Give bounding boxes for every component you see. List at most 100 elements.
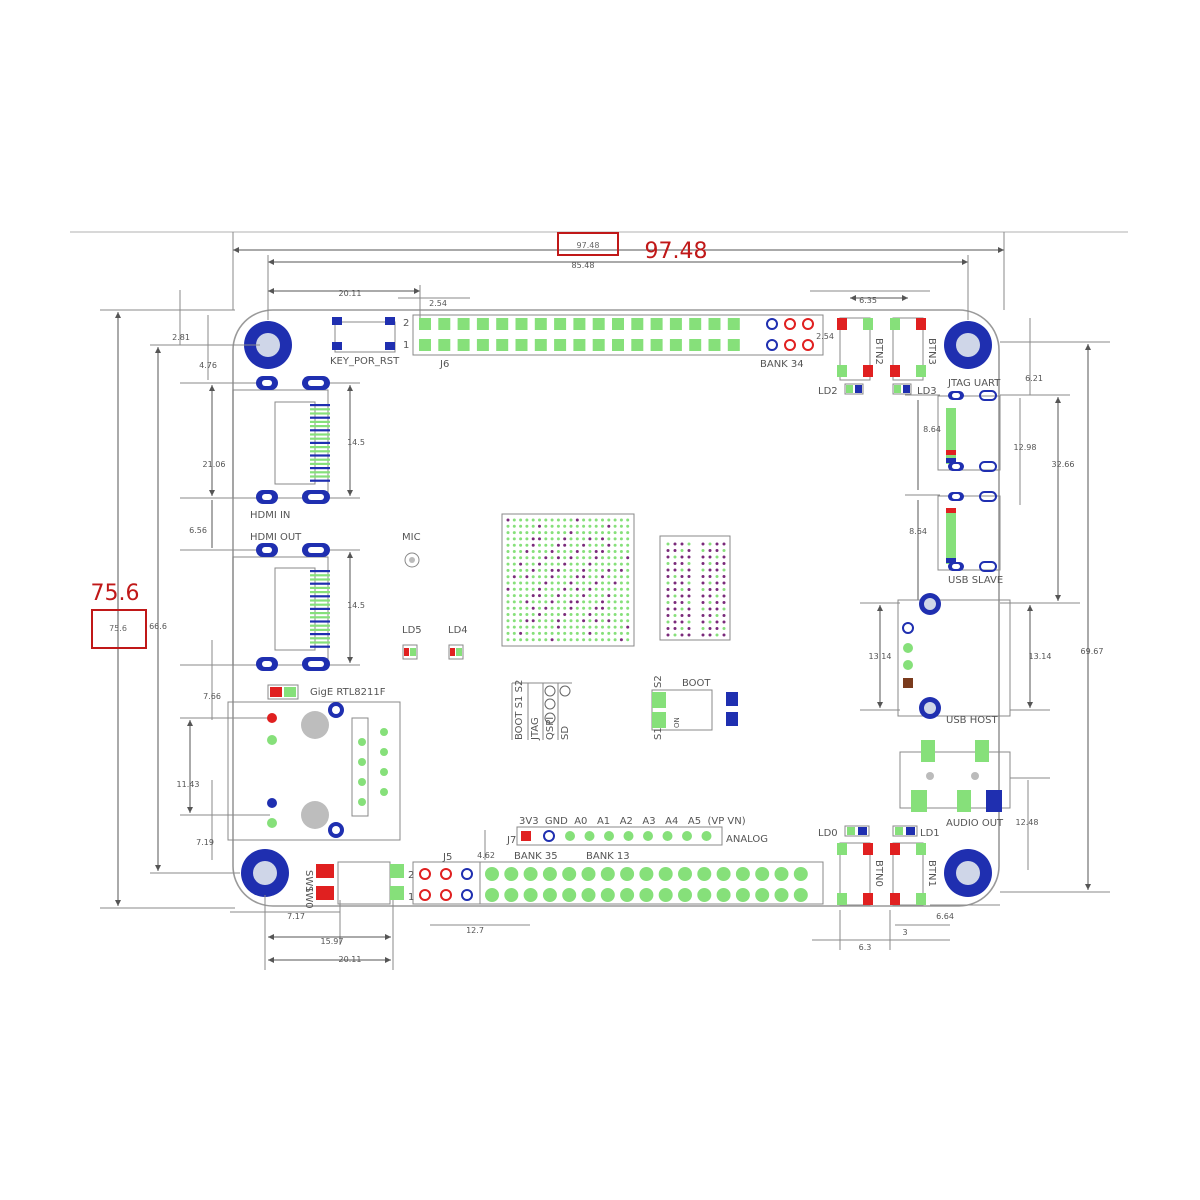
bga-ball (512, 537, 516, 541)
label-ld1: LD1 (920, 828, 940, 839)
rj45-pin (358, 758, 366, 766)
ddr-ball (680, 549, 684, 552)
j6-pin (766, 339, 778, 351)
bga-ball (588, 537, 592, 541)
bga-ball (519, 587, 523, 591)
label-s2: S2 (653, 675, 664, 688)
bga-ball (538, 619, 541, 623)
ddr-ball (701, 555, 705, 559)
ddr-ball (722, 627, 726, 630)
ddr-ball (701, 627, 705, 630)
bga-ball (550, 524, 554, 528)
ddr-ball (680, 601, 684, 604)
bga-ball (519, 562, 523, 566)
bga-ball (550, 556, 554, 560)
label-ld2: LD2 (818, 386, 838, 397)
label-usb-host: USB HOST (946, 715, 998, 726)
hdmi-pin (310, 467, 330, 470)
bga-ball (613, 543, 617, 547)
dim-3: 3 (902, 928, 907, 937)
bga-ball (525, 581, 529, 585)
ddr-ball (666, 568, 670, 572)
label-gige: GigE RTL8211F (310, 687, 386, 698)
bga-ball (525, 606, 529, 610)
bga-ball (582, 600, 586, 604)
bga-ball (594, 568, 598, 572)
bga-ball (575, 518, 579, 522)
bga-ball (594, 631, 598, 635)
bga-ball (556, 531, 560, 535)
usb-slave-connector (937, 491, 1001, 572)
ddr-ball (666, 549, 670, 552)
bga-ball (563, 619, 567, 623)
jtag-uart-usb-connector (937, 390, 1001, 472)
bga-ball (506, 562, 510, 566)
bga-ball (531, 524, 535, 528)
bga-ball (538, 550, 541, 553)
hdmi-pin (310, 641, 330, 644)
bga-ball (588, 575, 592, 579)
bga-ball (626, 537, 630, 541)
bga-ball (538, 594, 541, 598)
bga-ball (569, 631, 573, 635)
bga-ball (613, 562, 617, 566)
fpga-bga-chip (501, 513, 635, 647)
bga-ball (588, 543, 592, 547)
bga-ball (607, 562, 611, 566)
dim-66-6: 66.6 (149, 622, 167, 631)
rj45-pin (380, 728, 388, 736)
bga-ball (538, 631, 541, 635)
bga-ball (550, 581, 554, 585)
j5-pin (793, 888, 808, 902)
j6-pin (534, 339, 547, 351)
bga-ball (569, 613, 573, 616)
j5-pin (461, 889, 473, 901)
bga-ball (619, 613, 623, 616)
ddr-ball (722, 607, 726, 611)
bga-ball (519, 625, 523, 629)
bga-ball (525, 600, 529, 604)
ddr-ball (687, 568, 691, 572)
header-j5 (412, 861, 824, 905)
bga-ball (575, 562, 579, 566)
ddr-ball (673, 562, 677, 565)
bga-ball (582, 568, 586, 572)
label-key-por-rst: KEY_POR_RST (330, 356, 400, 367)
bga-ball (506, 600, 510, 604)
ddr-ball (701, 601, 705, 604)
bga-ball (588, 568, 592, 572)
j5-pin (716, 888, 731, 902)
bga-ball (538, 625, 541, 629)
ddr-memory-chip (659, 535, 731, 641)
bga-ball (538, 531, 541, 535)
ddr-ball (715, 601, 719, 604)
bga-ball (607, 631, 611, 635)
bga-ball (582, 587, 586, 591)
j7-pin (662, 831, 673, 841)
bga-ball (563, 531, 567, 535)
bga-ball (607, 619, 611, 623)
bga-ball (619, 625, 623, 629)
bga-ball (506, 594, 510, 598)
j5-pin (735, 867, 750, 881)
label-qspi: QSPI (545, 717, 556, 740)
bga-ball (525, 562, 529, 566)
bga-ball (619, 581, 623, 585)
dim-7-66: 7.66 (203, 692, 221, 701)
bga-ball (538, 543, 541, 547)
ddr-ball (687, 588, 691, 591)
bga-ball (531, 613, 535, 616)
bga-ball (556, 518, 560, 522)
ddr-ball (673, 620, 677, 624)
bga-ball (613, 518, 617, 522)
label-ld5: LD5 (402, 625, 422, 636)
bga-ball (607, 550, 611, 553)
bga-ball (601, 562, 604, 566)
ddr-ball (701, 614, 705, 617)
ddr-ball (722, 568, 726, 572)
bga-ball (519, 568, 523, 572)
bga-ball (563, 537, 567, 541)
j7-pin (701, 831, 712, 841)
led-ld4 (448, 644, 464, 660)
bga-ball (538, 568, 541, 572)
